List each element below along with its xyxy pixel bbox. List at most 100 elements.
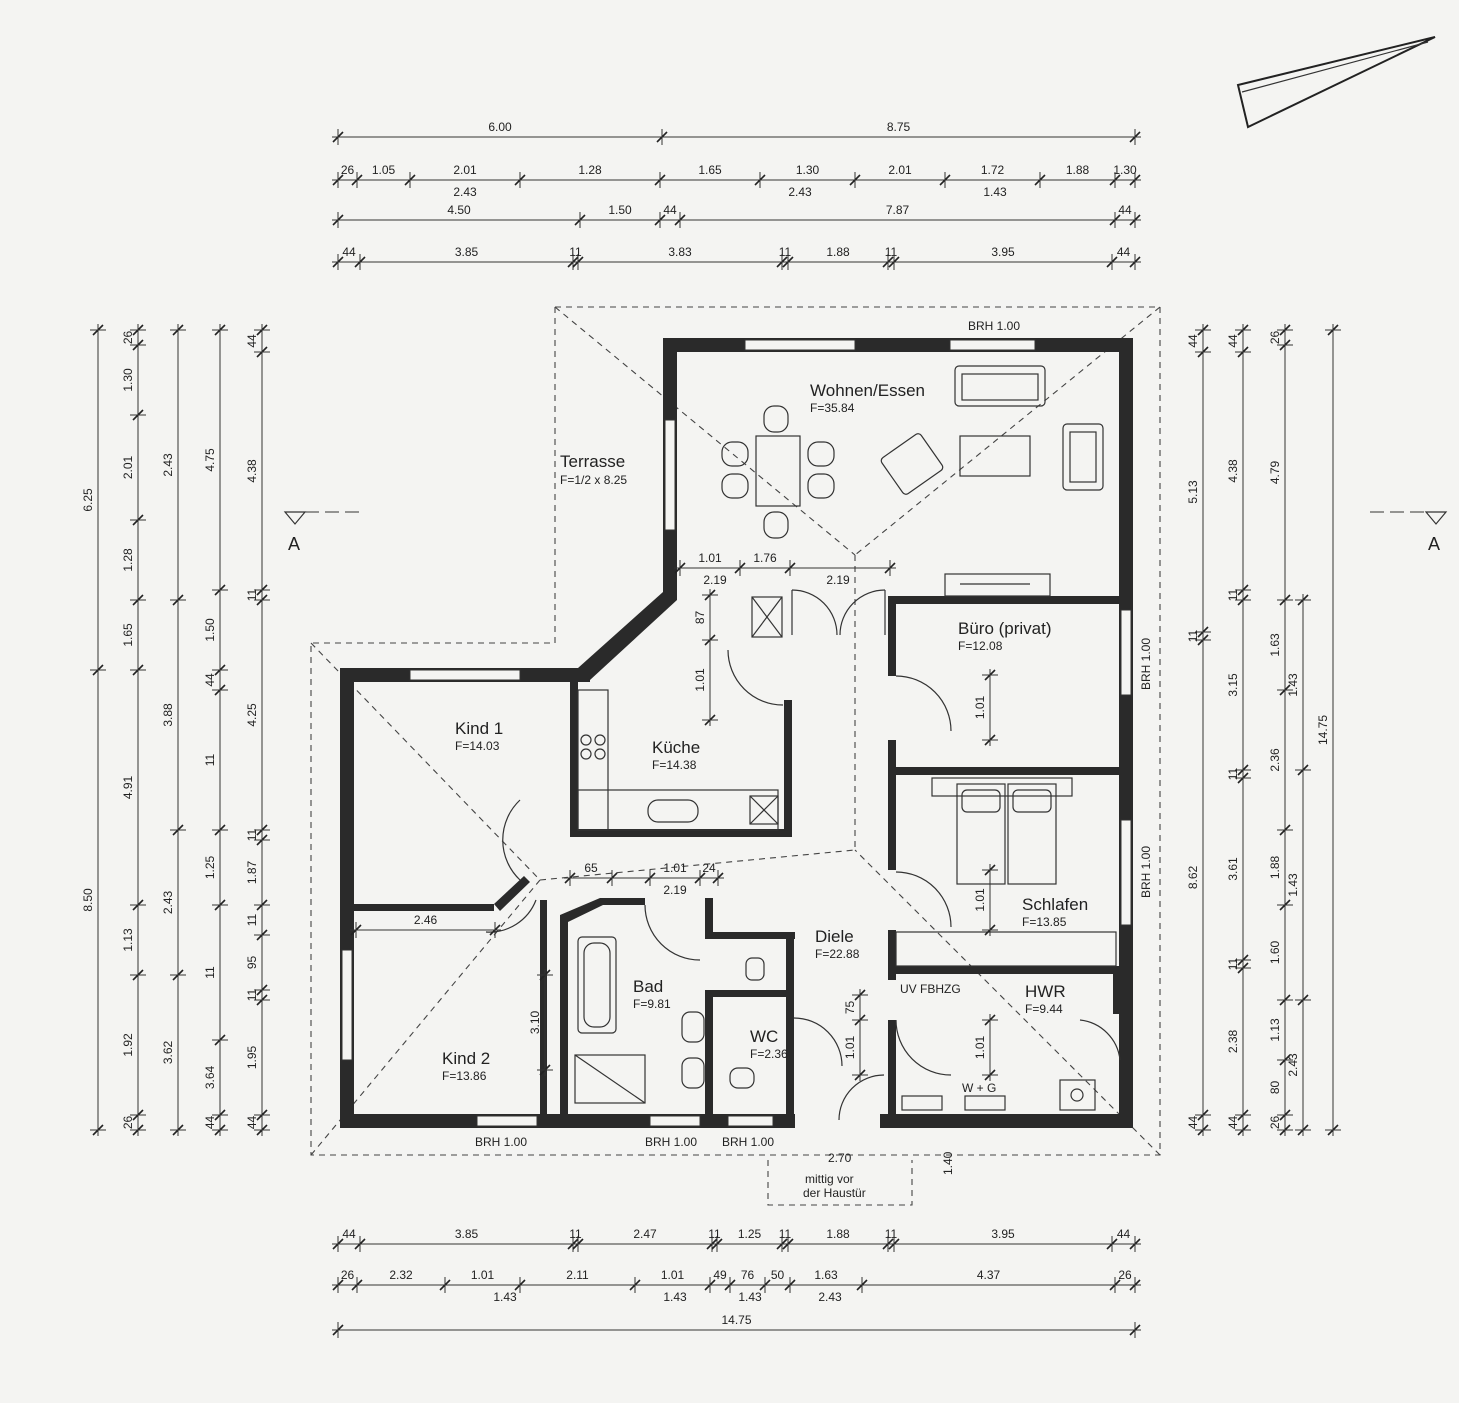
dimension-label: 1.50: [203, 618, 217, 642]
dimension-label: 65: [584, 861, 598, 875]
dimension-label: 14.75: [721, 1313, 751, 1327]
brh-label: BRH 1.00: [645, 1135, 697, 1149]
dimension-label: 44: [342, 245, 356, 259]
dimension-label: 26: [341, 1268, 355, 1282]
dimension-label: 1.25: [738, 1227, 762, 1241]
dimension-label: 3.62: [161, 1040, 175, 1064]
room-area-buero: F=12.08: [958, 639, 1003, 653]
dimension-label: 1.65: [121, 623, 135, 647]
dimension-label: 44: [1117, 245, 1131, 259]
dimension-label: 1.01: [661, 1268, 685, 1282]
dimension-label: 44: [1226, 334, 1240, 348]
dimension-label: 26: [121, 331, 135, 345]
dimension-label: 44: [1186, 334, 1200, 348]
dimension-label: 11: [203, 966, 217, 979]
dimension-label: 1.92: [121, 1033, 135, 1057]
room-name-diele: Diele: [815, 927, 854, 946]
dimension-label: 11: [779, 245, 792, 259]
entrance-note-2: der Haustür: [803, 1186, 866, 1200]
dimension-label: 3.95: [991, 1227, 1015, 1241]
dimension-label: 3.88: [161, 703, 175, 727]
dimension-label: 1.13: [1268, 1018, 1282, 1042]
dimension-label: 2.43: [161, 890, 175, 914]
dimension-label: 8.50: [81, 888, 95, 912]
dimension-label: 4.25: [245, 703, 259, 727]
brh-label: BRH 1.00: [1139, 846, 1153, 898]
dimension-label: 6.25: [81, 488, 95, 512]
section-label: A: [1428, 534, 1440, 554]
north-arrow-icon: [1236, 36, 1436, 129]
dimension-label: 50: [771, 1268, 785, 1282]
dimension-label: 5.13: [1186, 480, 1200, 504]
dimension-label: 49: [713, 1268, 727, 1282]
dimension-label: 26: [1118, 1268, 1132, 1282]
room-area-hwr: F=9.44: [1025, 1002, 1063, 1016]
dimension-label: 1.76: [753, 551, 777, 565]
room-name-kueche: Küche: [652, 738, 700, 757]
dimension-label: 1.88: [826, 1227, 850, 1241]
dimension-label: 1.43: [1286, 873, 1300, 897]
dimension-label: 2.36: [1268, 748, 1282, 772]
roof-outline: [310, 306, 1161, 1156]
dimension-label: 7.87: [886, 203, 910, 217]
room-name-kind1: Kind 1: [455, 719, 503, 738]
dimension-label: 1.01: [843, 1035, 857, 1059]
dimension-label: 1.72: [981, 163, 1005, 177]
dimension-label: 24: [702, 861, 716, 875]
dimension-label: 1.30: [796, 163, 820, 177]
dimension-label: 11: [245, 588, 259, 601]
dimension-label: 11: [1226, 588, 1240, 601]
dimension-label: 1.01: [693, 668, 707, 692]
section-marker-left: A: [283, 511, 365, 554]
dimension-label: 2.43: [1286, 1053, 1300, 1077]
dimension-label: 11: [779, 1227, 792, 1241]
room-area-kind2: F=13.86: [442, 1069, 487, 1083]
entrance-depth: 1.40: [941, 1151, 955, 1175]
dimension-label: 14.75: [1316, 715, 1330, 745]
entrance-width: 2.70: [828, 1151, 852, 1165]
dimension-label: 1.43: [493, 1290, 517, 1304]
dimension-label: 1.43: [663, 1290, 687, 1304]
room-name-kind2: Kind 2: [442, 1049, 490, 1068]
dimension-label: 1.88: [1066, 163, 1090, 177]
dimension-label: 1.25: [203, 855, 217, 879]
dimension-label: 26: [1268, 1116, 1282, 1130]
dimension-label: 1.01: [973, 888, 987, 912]
dimension-label: 1.30: [121, 368, 135, 392]
dimension-label: 3.95: [991, 245, 1015, 259]
room-area-wc: F=2.36: [750, 1047, 788, 1061]
dimension-label: 4.38: [245, 459, 259, 483]
dimension-label: 1.01: [973, 695, 987, 719]
dimension-label: 4.37: [977, 1268, 1001, 1282]
dimension-label: 2.47: [633, 1227, 657, 1241]
dimension-label: 1.50: [608, 203, 632, 217]
brh-label: BRH 1.00: [475, 1135, 527, 1149]
dimension-label: 26: [1268, 331, 1282, 345]
dimension-label: 3.85: [455, 245, 479, 259]
dimension-label: 4.91: [121, 775, 135, 799]
dimension-label: 1.28: [578, 163, 602, 177]
dimension-label: 1.28: [121, 548, 135, 572]
dimension-label: 26: [121, 1116, 135, 1130]
furniture: [574, 365, 1117, 1111]
dimension-label: 2.19: [663, 883, 687, 897]
dimension-label: 11: [245, 988, 259, 1001]
dimension-label: 2.43: [161, 453, 175, 477]
dimension-label: 44: [245, 1116, 259, 1130]
dimension-label: 44: [1226, 1116, 1240, 1130]
dimension-label: 11: [1186, 629, 1200, 642]
dimension-label: 2.38: [1226, 1029, 1240, 1053]
uv-label: UV FBHZG: [900, 982, 961, 996]
dimension-label: 1.87: [245, 860, 259, 884]
brh-label: BRH 1.00: [968, 319, 1020, 333]
dimension-label: 80: [1268, 1081, 1282, 1095]
dimension-label: 87: [693, 611, 707, 625]
dimension-label: 11: [885, 1227, 898, 1241]
dimension-label: 26: [341, 163, 355, 177]
dimension-label: 1.60: [1268, 940, 1282, 964]
dimension-label: 3.61: [1226, 857, 1240, 881]
dimension-label: 1.01: [973, 1035, 987, 1059]
room-name-bad: Bad: [633, 977, 663, 996]
walls: [340, 338, 1133, 1128]
